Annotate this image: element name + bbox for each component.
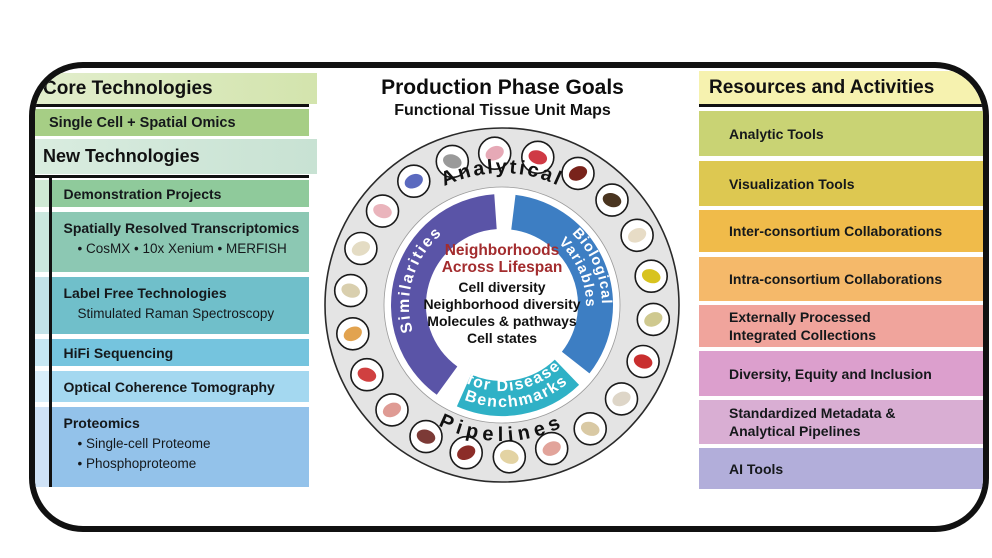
right-row-diversity-equity-inclusion: Diversity, Equity and Inclusion [699,351,983,396]
resources-activities-header: Resources and Activities [699,71,983,104]
kidney-shape [457,445,476,461]
right-row-externally-processed-integrated-collections: Externally Processed Integrated Collecti… [699,305,983,347]
resources-header-underline [699,104,983,107]
pancreas-shape [500,449,519,464]
figure-frame: Core Technologies Single Cell + Spatial … [29,62,989,532]
row-title: HiFi Sequencing [63,344,174,361]
left-row-proteomics: Proteomics • Single-cell Proteome • Phos… [51,407,309,487]
eye-shape [602,192,622,208]
thymus-shape [627,227,647,243]
row-line: Visualization Tools [729,175,855,192]
left-strip [35,371,49,402]
left-strip [35,339,49,366]
row-line: AI Tools [729,460,784,477]
right-row-analytic-tools: Analytic Tools [699,111,983,156]
right-row-intra-consortium-collaborations: Intra-consortium Collaborations [699,257,983,301]
row-title: Optical Coherence Tomography [63,378,275,395]
group-left-line [49,175,52,487]
row-line: Diversity, Equity and Inclusion [729,365,932,382]
breast-shape [373,203,392,219]
right-row-inter-consortium-collaborations: Inter-consortium Collaborations [699,210,983,252]
right-row-visualization-tools: Visualization Tools [699,161,983,206]
large-intestine-shape [542,441,561,456]
bone-shape [351,241,371,256]
new-technologies-header: New Technologies [35,139,317,174]
left-row-optical-coherence-tomography: Optical Coherence Tomography [51,371,309,402]
kidney-vasculature-shape [404,173,423,189]
row-title: Label Free Technologies [63,285,227,301]
core-header-underline [35,104,309,107]
lungs-shape [485,145,504,161]
row-line: Integrated Collections [729,327,877,343]
liver-shape [568,166,588,181]
center-heading-line2: Across Lifespan [442,259,563,276]
center-item: Cell states [467,330,537,346]
left-row-single-cell-spatial-omics: Single Cell + Spatial Omics [35,109,309,136]
right-row-standardized-metadata-analytical-pipelines: Standardized Metadata & Analytical Pipel… [699,400,983,444]
left-strip [35,407,49,487]
lips-shape [633,354,653,369]
left-strip [35,180,49,207]
segment-arc [456,359,580,416]
left-row-label-free-technologies: Label Free Technologies Stimulated Raman… [51,277,309,334]
blood-vessel-shape [357,367,377,382]
page-subtitle: Functional Tissue Unit Maps [394,102,611,119]
left-row-spatially-resolved-transcriptomics: Spatially Resolved Transcriptomics • Cos… [51,212,309,272]
row-subline: • Phosphoproteome [77,456,197,471]
femur-bone-shape [580,421,600,436]
stomach-shape [382,402,402,418]
row-line: Externally Processed [729,309,871,325]
row-subline: Stimulated Raman Spectroscopy [77,306,275,321]
left-strip [35,277,49,334]
heart-shape [528,150,548,165]
ureter-shape [644,312,663,327]
page-title: Production Phase Goals [381,76,624,99]
left-row-demonstration-projects: Demonstration Projects [51,180,309,207]
center-item: Molecules & pathways [427,313,577,329]
production-goals-wheel: Analytical Pipelines Similarities Biolog… [324,127,680,483]
knee-joint-shape [341,283,360,298]
goal-segments [391,194,613,416]
row-title: Spatially Resolved Transcriptomics [63,220,300,236]
spleen-shape [416,429,436,444]
human-body-shape [443,154,462,169]
center-item: Neighborhood diversity [423,296,580,312]
segment-arc [391,194,498,395]
row-line: Analytical Pipelines [729,423,861,439]
left-strip [35,212,49,272]
gallbladder-shape [641,269,661,284]
group-top-line [35,175,309,178]
row-title: Proteomics [63,415,140,431]
left-row-hifi-sequencing: HiFi Sequencing [51,339,309,366]
row-subline: • CosMX • 10x Xenium • MERFISH [77,241,287,256]
left-row-label: Single Cell + Spatial Omics [49,114,236,131]
row-line: Standardized Metadata & [729,405,896,421]
row-line: Analytic Tools [729,125,824,142]
pelvis-shape [612,391,631,407]
row-line: Inter-consortium Collaborations [729,223,943,239]
segment-arc [510,194,613,374]
row-title: Demonstration Projects [63,185,222,202]
right-row-ai-tools: AI Tools [699,448,983,489]
organ-icons [333,136,671,474]
center-item: Cell diversity [458,279,545,295]
row-line: Intra-consortium Collaborations [729,271,943,287]
core-technologies-header: Core Technologies [35,73,317,104]
center-heading-line1: Neighborhoods [445,242,560,259]
fallopian-tube-shape [343,326,362,342]
row-subline: • Single-cell Proteome [77,436,211,451]
